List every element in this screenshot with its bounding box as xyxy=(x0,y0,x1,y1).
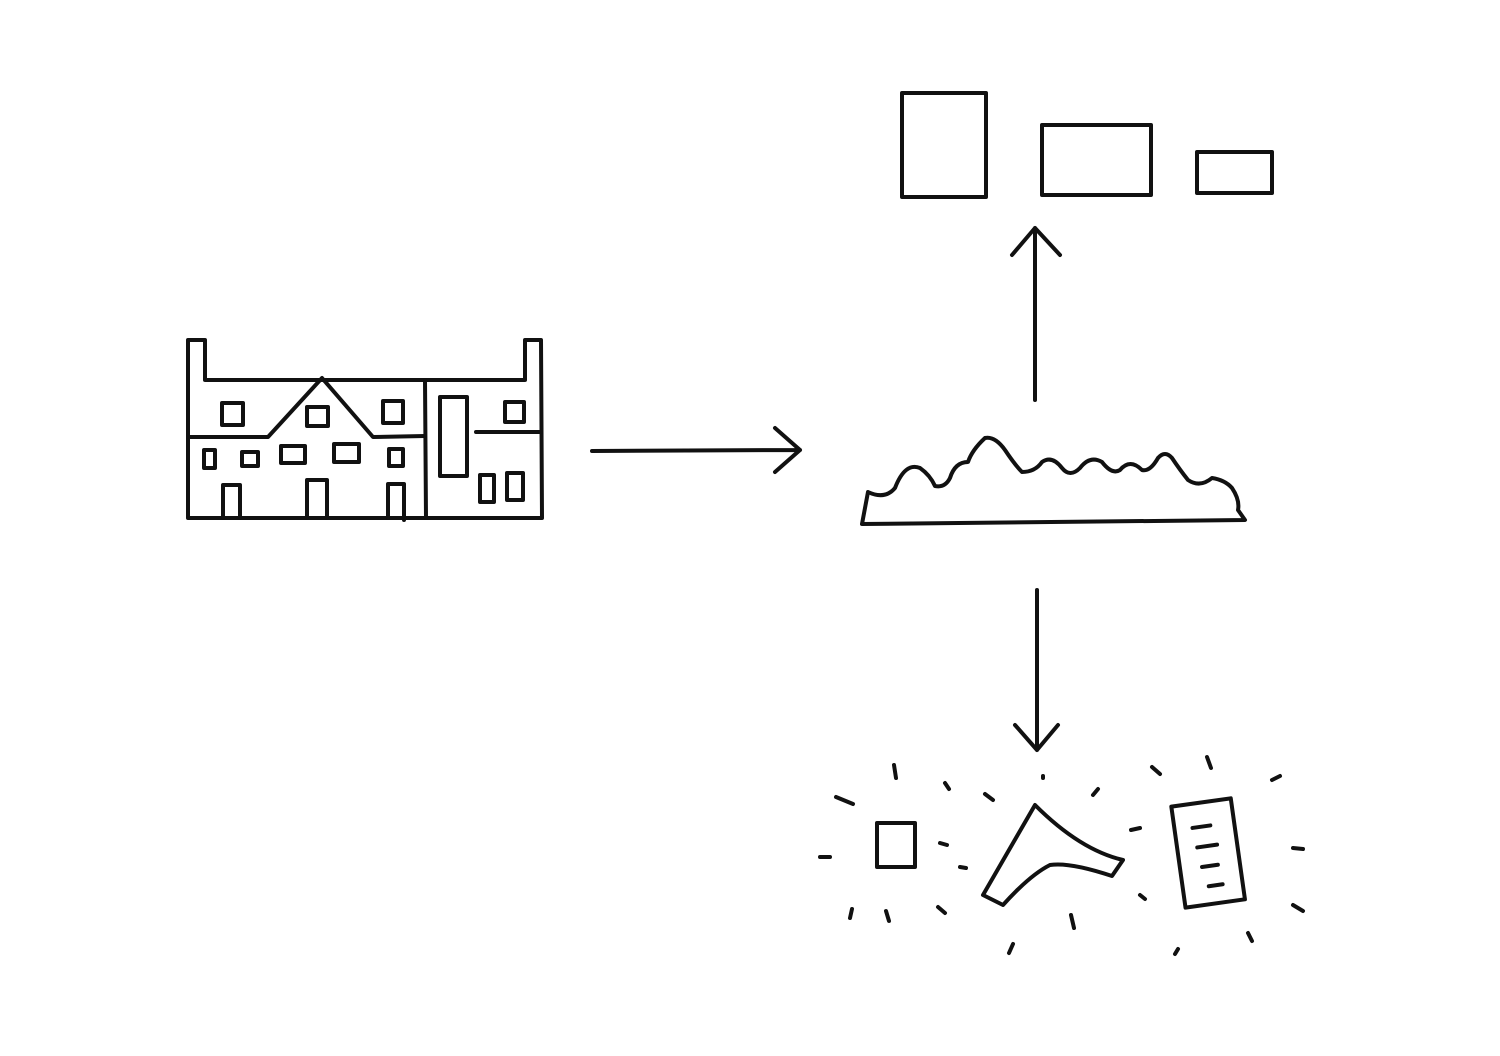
building-facade xyxy=(186,338,544,522)
window xyxy=(505,471,525,502)
window xyxy=(503,400,526,424)
fragment-arch xyxy=(981,803,1125,907)
rectangle-small xyxy=(1195,150,1274,195)
skyline-silhouette xyxy=(860,435,1247,526)
window xyxy=(478,473,496,504)
window xyxy=(305,405,330,428)
door xyxy=(386,482,406,522)
arrow-right xyxy=(590,426,802,474)
arrow-down xyxy=(1013,588,1060,752)
door xyxy=(221,483,242,520)
fragment-square xyxy=(875,821,917,869)
window xyxy=(240,450,260,468)
fragments-group xyxy=(818,755,1305,956)
window xyxy=(202,448,217,470)
window xyxy=(387,447,405,468)
rectangle-tall xyxy=(900,91,988,199)
fragment-document xyxy=(1169,796,1247,910)
window xyxy=(332,442,361,464)
door xyxy=(305,478,329,520)
rectangles-group xyxy=(900,91,1274,199)
arrow-up xyxy=(1010,226,1062,402)
radiating-marks xyxy=(818,755,1305,956)
tall-window xyxy=(438,395,469,478)
window xyxy=(381,399,405,425)
window xyxy=(220,401,245,427)
rectangle-medium xyxy=(1040,123,1153,197)
building-roof xyxy=(186,376,427,439)
window xyxy=(279,444,307,465)
building-divider xyxy=(423,378,543,520)
